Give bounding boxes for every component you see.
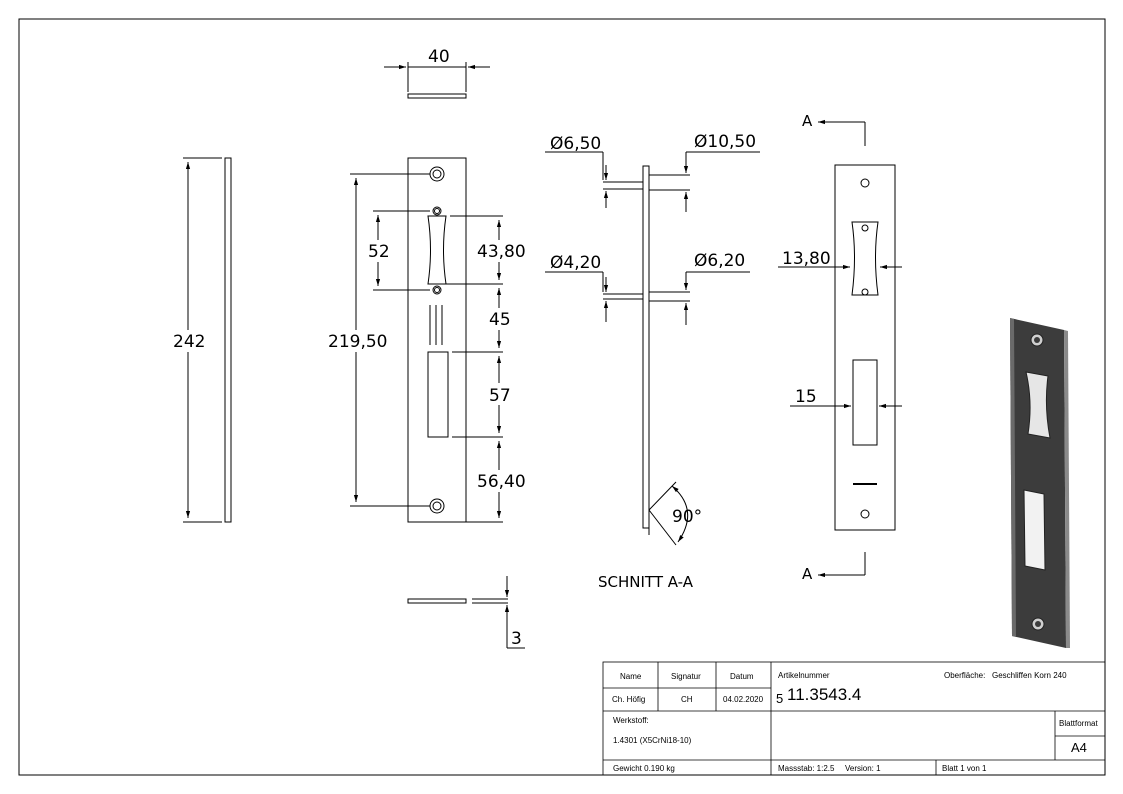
tb-artikel: 11.3543.4 (787, 685, 861, 704)
dim-242: 242 (173, 332, 205, 352)
dim-52: 52 (368, 242, 390, 262)
dim-dia-10-50: Ø10,50 (694, 132, 756, 152)
tb-h-signatur: Signatur (671, 672, 701, 681)
dim-dia-4-20: Ø4,20 (550, 253, 601, 273)
section-marker-bottom: A (802, 565, 813, 583)
tb-blatt: Blatt 1 von 1 (942, 764, 987, 773)
tb-datum: 04.02.2020 (723, 695, 764, 704)
tb-h-name: Name (620, 672, 642, 681)
dim-13-80: 13,80 (782, 249, 831, 269)
side-view (183, 157, 232, 523)
section-marker-top: A (802, 112, 813, 130)
tb-blattformat: A4 (1071, 740, 1087, 755)
dim-56-40: 56,40 (477, 472, 526, 492)
bottom-view (407, 576, 525, 649)
tb-blattformat-label: Blattformat (1059, 719, 1098, 728)
dim-40: 40 (428, 47, 450, 67)
dim-3: 3 (511, 629, 522, 649)
part-render (1010, 318, 1070, 648)
dim-angle-90: 90° (672, 507, 702, 527)
title-block (602, 661, 1106, 776)
top-view (384, 62, 490, 99)
dim-43-80: 43,80 (477, 242, 526, 262)
marked-view (778, 119, 902, 578)
tb-werkstoff: 1.4301 (X5CrNi18-10) (613, 736, 692, 745)
section-view (545, 151, 760, 546)
dim-15: 15 (795, 387, 817, 407)
tb-oberflaeche: Geschliffen Korn 240 (992, 671, 1067, 680)
front-view (350, 157, 503, 523)
tb-oberflaeche-label: Oberfläche: (944, 671, 985, 680)
tb-werkstoff-label: Werkstoff: (613, 716, 649, 725)
dim-dia-6-50: Ø6,50 (550, 134, 601, 154)
tb-artikel-prefix: 5 (776, 691, 783, 706)
tb-massstab: Massstab: 1:2.5 (778, 764, 835, 773)
dim-219-50: 219,50 (328, 332, 387, 352)
tb-artikel-label: Artikelnummer (778, 671, 830, 680)
tb-h-datum: Datum (730, 672, 754, 681)
dim-57: 57 (489, 386, 511, 406)
tb-name: Ch. Höfig (612, 695, 645, 704)
drawing-frame (18, 18, 1106, 776)
dim-45: 45 (489, 310, 511, 330)
tb-gewicht: Gewicht 0.190 kg (613, 764, 675, 773)
tb-version: Version: 1 (845, 764, 881, 773)
section-label: SCHNITT A-A (598, 573, 694, 591)
tb-signatur: CH (681, 695, 693, 704)
dim-dia-6-20: Ø6,20 (694, 251, 745, 271)
